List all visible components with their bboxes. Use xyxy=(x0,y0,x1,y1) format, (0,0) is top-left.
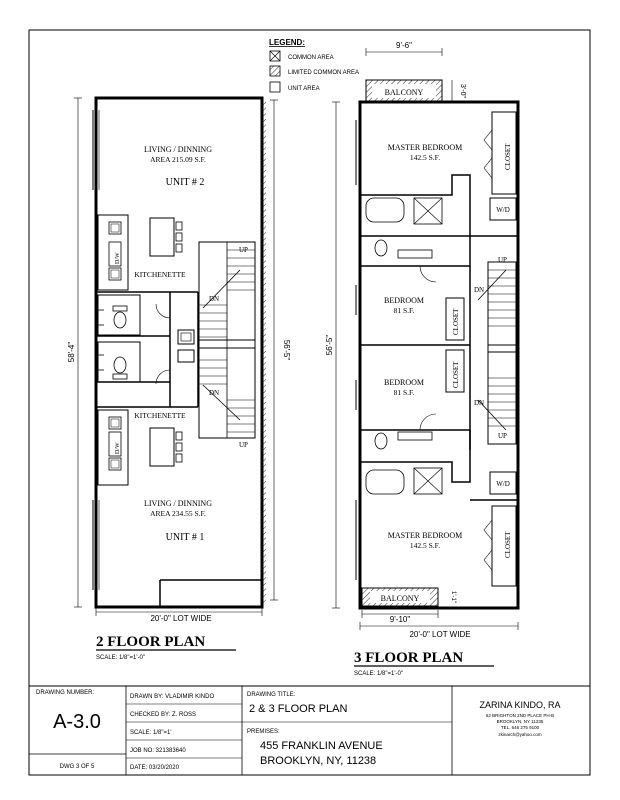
plan3-bedroom-b-area: 81 S.F. xyxy=(394,388,415,397)
legend-swatch-unit xyxy=(269,81,281,93)
plan3-bedroom-a-area: 81 S.F. xyxy=(394,306,415,315)
plan3-balcony-top-label: BALCONY xyxy=(385,88,424,97)
plan2-outer-wall xyxy=(94,96,264,609)
plan3-wd-bottom: W/D xyxy=(496,480,510,488)
plan2-scale: SCALE: 1/8"=1'-0" xyxy=(96,655,145,661)
plan2-depth-dim: 58'-4" xyxy=(67,342,76,363)
plan2-unit1-room: LIVING / DINNING xyxy=(144,499,212,508)
drawing-title-label: DRAWING TITLE: xyxy=(247,692,296,698)
plan3-title: 3 FLOOR PLAN xyxy=(354,650,463,666)
plan2-stair-dn-bottom: DN xyxy=(209,389,219,397)
plan2-unit2-dw: D/W xyxy=(115,252,121,264)
plan3-stair-dn-bottom: DN xyxy=(474,399,484,407)
plan3-master-top-name: MASTER BEDROOM xyxy=(388,143,462,152)
title-block: DRAWING NUMBER: A-3.0 DWG 3 OF 5 DRAWN B… xyxy=(29,685,590,775)
plan-3-floor: BALCONY 9'-6" 3'-0" MASTER BEDROOM 142.5… xyxy=(325,41,520,677)
legend-label-unit: UNIT AREA xyxy=(288,86,320,92)
address-line-2: BROOKLYN, NY, 11238 xyxy=(260,755,376,767)
plan2-width-dim: 20'-0" LOT WIDE xyxy=(150,614,211,623)
premises-label: PREMISES: xyxy=(247,729,280,735)
plan3-stair xyxy=(487,261,517,445)
plan2-unit2-kitchen: KITCHENETTE xyxy=(134,270,186,279)
plan2-unit2-room: LIVING / DINNING xyxy=(144,145,212,154)
plan2-unit2-label: UNIT # 2 xyxy=(166,177,205,188)
checked-by: CHECKED BY: Z. ROSS xyxy=(130,712,196,718)
firm-name: ZARINA KINDO, RA xyxy=(479,700,560,710)
plan2-inner-depth-dim: 56'-5" xyxy=(282,340,291,361)
legend-swatch-common xyxy=(269,50,281,62)
job-no: JOB NO: 321383640 xyxy=(130,748,186,754)
firm-email: zkinarch@yahoo.com xyxy=(498,732,542,737)
address-line-1: 455 FRANKLIN AVENUE xyxy=(260,740,383,752)
drawing-number-label: DRAWING NUMBER: xyxy=(36,690,94,696)
drawing-number: A-3.0 xyxy=(53,711,101,733)
plan3-closet-bottom: CLOSET xyxy=(504,531,512,558)
sheet-number: DWG 3 OF 5 xyxy=(60,764,95,770)
plan2-unit2-area: AREA 215.09 S.F. xyxy=(150,155,206,164)
plan2-unit1-kitchen: KITCHENETTE xyxy=(134,411,186,420)
plan3-stair-up-bottom: UP xyxy=(498,432,507,440)
plan2-stair-up-bottom: UP xyxy=(239,441,248,449)
plan-2-floor: LIVING / DINNING AREA 215.09 S.F. UNIT #… xyxy=(67,96,291,661)
plan3-stair-dn-top: DN xyxy=(474,286,484,294)
firm-phone: TEL. 646 275 9100 xyxy=(501,725,540,730)
plan3-balcony-bottom-label: BALCONY xyxy=(381,594,420,603)
plan3-balcony-top-width: 9'-6" xyxy=(396,41,412,50)
sheet-border xyxy=(28,29,591,776)
legend-swatch-limited xyxy=(269,65,281,77)
legend-label-common: COMMON AREA xyxy=(288,55,334,61)
plan3-balcony-bottom-depth: 1'-1" xyxy=(450,591,456,603)
plan2-title: 2 FLOOR PLAN xyxy=(96,634,205,650)
plan2-unit1-label: UNIT # 1 xyxy=(166,532,205,543)
plan3-closet-b: CLOSET xyxy=(452,361,460,388)
plan3-closet-a: CLOSET xyxy=(452,308,460,335)
legend-label-limited: LIMITED COMMON AREA xyxy=(288,70,359,76)
firm-address-1: 62 BRIGHTON 2ND PLACE PH-B xyxy=(486,713,554,718)
plan2-unit1-dw: D/W xyxy=(115,442,121,454)
drawing-title: 2 & 3 FLOOR PLAN xyxy=(249,703,347,715)
scale: SCALE: 1/8"=1' xyxy=(130,730,171,736)
plan3-outer-wall xyxy=(358,100,520,610)
plan3-stair-up-top: UP xyxy=(498,256,507,264)
legend: LEGEND: COMMON AREA LIMITED COMMON AREA … xyxy=(269,38,359,93)
plan3-wd-top: W/D xyxy=(496,206,510,214)
plan3-scale: SCALE: 1/8"=1'-0" xyxy=(354,671,403,677)
legend-title: LEGEND: xyxy=(269,38,305,47)
plan3-bedroom-a-name: BEDROOM xyxy=(384,296,424,305)
plan2-stair-dn-top: DN xyxy=(209,295,219,303)
plan2-stair-up-top: UP xyxy=(239,246,248,254)
plan3-depth-dim: 56'-5" xyxy=(325,335,334,356)
plan3-master-bottom-name: MASTER BEDROOM xyxy=(388,531,462,540)
plan2-unit1-area: AREA 234.55 S.F. xyxy=(150,509,206,518)
plan3-balcony-bottom-width: 9'-10" xyxy=(390,615,411,624)
plan3-width-dim: 20'-0" LOT WIDE xyxy=(409,630,470,639)
firm-address-2: BROOKLYN, NY 11235 xyxy=(497,719,544,724)
plan3-bedroom-b-name: BEDROOM xyxy=(384,378,424,387)
plan3-master-top-area: 142.5 S.F. xyxy=(410,153,440,162)
drawn-by: DRAWN BY: VLADIMIR KINDO xyxy=(130,694,214,700)
plan3-master-bottom-area: 142.5 S.F. xyxy=(410,541,440,550)
date: DATE: 03/20/2020 xyxy=(130,765,180,771)
plan3-closet-top: CLOSET xyxy=(504,143,512,170)
plan3-balcony-top-depth: 3'-0" xyxy=(459,84,466,98)
